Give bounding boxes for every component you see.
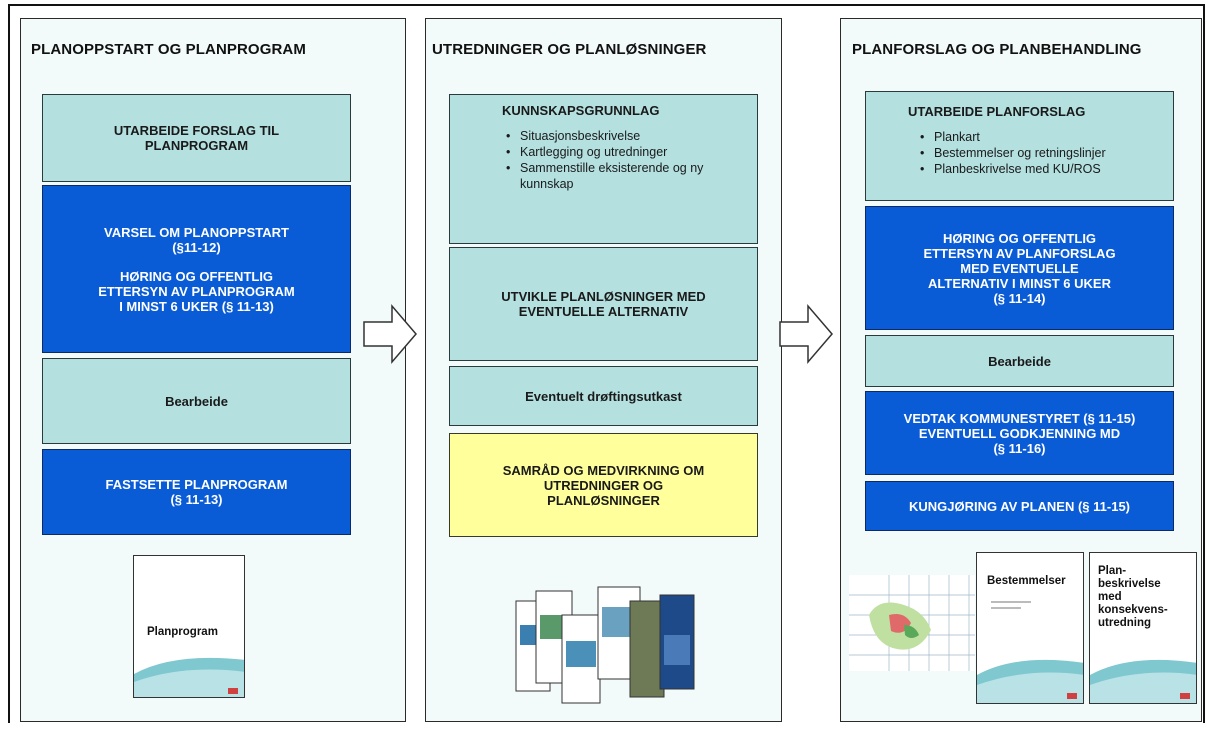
panel-title: PLANFORSLAG OG PLANBEHANDLING — [852, 41, 1142, 58]
list-item: Kartlegging og utredninger — [506, 144, 720, 160]
list-item: Situasjonsbeskrivelse — [506, 128, 720, 144]
step-utarbeide-planforslag: UTARBEIDE PLANFORSLAG Plankart Bestemmel… — [865, 91, 1174, 201]
step-bearbeide: Bearbeide — [865, 335, 1174, 387]
panel-planforslag: PLANFORSLAG OG PLANBEHANDLING UTARBEIDE … — [840, 18, 1202, 722]
step-line: HØRING OG OFFENTLIG — [119, 268, 274, 284]
step-line: ALTERNATIV I MINST 6 UKER — [928, 275, 1111, 291]
step-samrad-medvirkning: SAMRÅD OG MEDVIRKNING OM UTREDNINGER OG … — [449, 433, 758, 537]
step-line: I MINST 6 UKER (§ 11-13) — [119, 298, 274, 314]
list-item: Plankart — [920, 129, 1106, 145]
arrow-right-icon — [779, 303, 833, 365]
step-line: Bearbeide — [165, 393, 228, 409]
document-label: Bestemmelser — [987, 575, 1066, 587]
step-line: ETTERSYN AV PLANFORSLAG — [923, 245, 1116, 261]
list-title: KUNNSKAPSGRUNNLAG — [502, 103, 660, 118]
plan-map-thumbnail — [849, 575, 975, 671]
step-utarbeide-forslag: UTARBEIDE FORSLAG TIL PLANPROGRAM — [42, 94, 351, 182]
step-varsel-horing: VARSEL OM PLANOPPSTART (§11-12) HØRING O… — [42, 185, 351, 353]
step-line: VEDTAK KOMMUNESTYRET (§ 11-15) — [903, 410, 1136, 426]
step-line: ETTERSYN AV PLANPROGRAM — [98, 283, 295, 299]
step-bearbeide: Bearbeide — [42, 358, 351, 444]
step-line: (§ 11-14) — [993, 290, 1046, 306]
arrow-right-icon — [363, 303, 417, 365]
step-line: MED EVENTUELLE — [960, 260, 1079, 276]
step-fastsette-planprogram: FASTSETTE PLANPROGRAM (§ 11-13) — [42, 449, 351, 535]
step-line: Eventuelt drøftingsutkast — [525, 388, 682, 404]
document-label: Planprogram — [147, 626, 218, 638]
list-item: Planbeskrivelse med KU/ROS — [920, 161, 1106, 177]
step-line: UTARBEIDE FORSLAG TIL — [113, 123, 280, 138]
panel-utredninger: UTREDNINGER OG PLANLØSNINGER KUNNSKAPSGR… — [425, 18, 782, 722]
step-line: FASTSETTE PLANPROGRAM — [105, 477, 288, 492]
list-item: Bestemmelser og retningslinjer — [920, 145, 1106, 161]
step-line: PLANLØSNINGER — [547, 492, 660, 508]
step-horing-planforslag: HØRING OG OFFENTLIG ETTERSYN AV PLANFORS… — [865, 206, 1174, 330]
document-label: Plan- beskrivelse med konsekvens- utredn… — [1098, 565, 1168, 629]
step-utvikle-planlosninger: UTVIKLE PLANLØSNINGER MED EVENTUELLE ALT… — [449, 247, 758, 361]
diagram-frame — [8, 4, 1205, 723]
report-stack-image — [515, 586, 695, 704]
step-line: Bearbeide — [988, 353, 1051, 369]
list-item: Sammenstille eksisterende og ny kunnskap — [506, 160, 720, 192]
planprogram-document-thumbnail: Planprogram — [133, 555, 245, 698]
panel-title: UTREDNINGER OG PLANLØSNINGER — [432, 41, 707, 58]
document-wave-graphic — [977, 601, 1083, 703]
panel-planoppstart: PLANOPPSTART OG PLANPROGRAM UTARBEIDE FO… — [20, 18, 406, 722]
planbeskrivelse-document-thumbnail: Plan- beskrivelse med konsekvens- utredn… — [1089, 552, 1197, 704]
step-line: EVENTUELLE ALTERNATIV — [518, 304, 689, 319]
list-title: UTARBEIDE PLANFORSLAG — [908, 104, 1086, 119]
step-kungjoring: KUNGJØRING AV PLANEN (§ 11-15) — [865, 481, 1174, 531]
document-wave-graphic — [134, 657, 244, 697]
step-line: VARSEL OM PLANOPPSTART — [104, 224, 289, 240]
step-line: UTREDNINGER OG — [543, 477, 664, 493]
document-wave-graphic — [1090, 659, 1196, 703]
step-line: UTVIKLE PLANLØSNINGER MED — [501, 289, 706, 304]
step-line: EVENTUELL GODKJENNING MD — [918, 425, 1121, 441]
step-droftingsutkast: Eventuelt drøftingsutkast — [449, 366, 758, 426]
step-line: HØRING OG OFFENTLIG — [942, 230, 1097, 246]
bestemmelser-document-thumbnail: Bestemmelser — [976, 552, 1084, 704]
panel-title: PLANOPPSTART OG PLANPROGRAM — [31, 41, 306, 58]
proposal-list: Plankart Bestemmelser og retningslinjer … — [908, 129, 1106, 177]
step-line: (§11-12) — [172, 239, 221, 255]
step-line: (§ 11-16) — [993, 440, 1046, 456]
step-line: PLANPROGRAM — [144, 138, 249, 153]
step-line: (§ 11-13) — [170, 492, 223, 507]
step-vedtak-kommunestyret: VEDTAK KOMMUNESTYRET (§ 11-15) EVENTUELL… — [865, 391, 1174, 475]
step-line: KUNGJØRING AV PLANEN (§ 11-15) — [908, 498, 1131, 514]
step-kunnskapsgrunnlag: KUNNSKAPSGRUNNLAG Situasjonsbeskrivelse … — [449, 94, 758, 244]
step-line: SAMRÅD OG MEDVIRKNING OM — [502, 462, 705, 478]
knowledge-list: Situasjonsbeskrivelse Kartlegging og utr… — [502, 128, 720, 192]
